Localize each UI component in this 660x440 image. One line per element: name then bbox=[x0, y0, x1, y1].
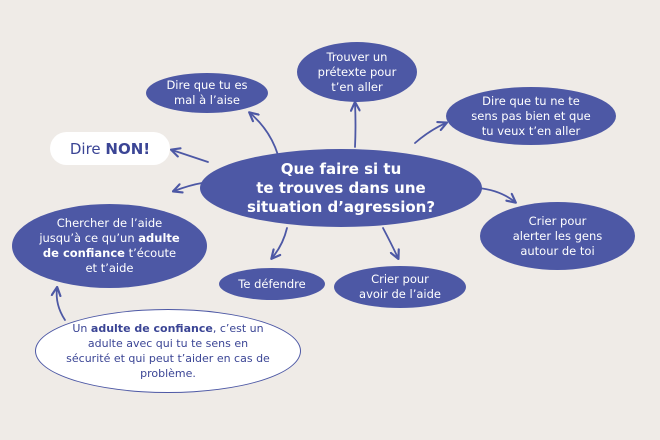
info-part1: Un bbox=[72, 322, 91, 335]
arrow-to-crier-alerter bbox=[477, 187, 517, 204]
node-crier-aide-text: Crier pour avoir de l’aide bbox=[359, 272, 441, 301]
arrow-to-chercher bbox=[171, 182, 203, 194]
arrow-to-mal-a-laise bbox=[248, 111, 279, 156]
chercher-part2: t’écoute et t’aide bbox=[85, 246, 177, 275]
chercher-bold: adulte de confiance bbox=[42, 231, 180, 260]
node-pretexte: Trouver un prétexte pour t’en aller bbox=[297, 42, 417, 102]
node-chercher-aide: Chercher de l’aide jusqu’à ce qu’un adul… bbox=[12, 204, 207, 288]
node-crier-aide: Crier pour avoir de l’aide bbox=[334, 266, 466, 308]
arrow-info-to-chercher bbox=[50, 285, 66, 321]
info-part2: , c’est un adulte avec qui tu te sens en… bbox=[66, 322, 270, 380]
arrow-to-defendre bbox=[270, 227, 288, 260]
arrow-to-crier-aide bbox=[382, 227, 400, 261]
info-bold: adulte de confiance bbox=[90, 322, 213, 335]
node-crier-alerter: Crier pour alerter les gens autour de to… bbox=[480, 202, 635, 270]
node-te-defendre-text: Te défendre bbox=[238, 276, 306, 291]
arrow-to-dire-non bbox=[169, 147, 209, 163]
dire-non-prefix: Dire bbox=[69, 139, 106, 158]
node-dire-non: Dire NON! bbox=[50, 132, 170, 165]
node-te-defendre: Te défendre bbox=[219, 268, 325, 300]
arrow-to-pas-bien bbox=[414, 120, 449, 144]
dire-non-bold: NON! bbox=[105, 139, 151, 158]
node-pretexte-text: Trouver un prétexte pour t’en aller bbox=[317, 49, 397, 94]
node-mal-a-laise-text: Dire que tu es mal à l’aise bbox=[166, 78, 248, 107]
central-question: Que faire si tu te trouves dans une situ… bbox=[200, 149, 482, 227]
chercher-part1: Chercher de l’aide jusqu’à ce qu’un bbox=[39, 216, 163, 245]
node-mal-a-laise: Dire que tu es mal à l’aise bbox=[146, 73, 268, 113]
arrow-to-pretexte bbox=[349, 100, 361, 148]
central-question-text: Que faire si tu te trouves dans une situ… bbox=[246, 159, 436, 216]
node-pas-bien-text: Dire que tu ne te sens pas bien et que t… bbox=[471, 93, 591, 138]
node-crier-alerter-text: Crier pour alerter les gens autour de to… bbox=[512, 213, 603, 258]
info-adulte-de-confiance: Un adulte de confiance, c’est un adulte … bbox=[35, 309, 301, 393]
node-pas-bien: Dire que tu ne te sens pas bien et que t… bbox=[446, 87, 616, 145]
